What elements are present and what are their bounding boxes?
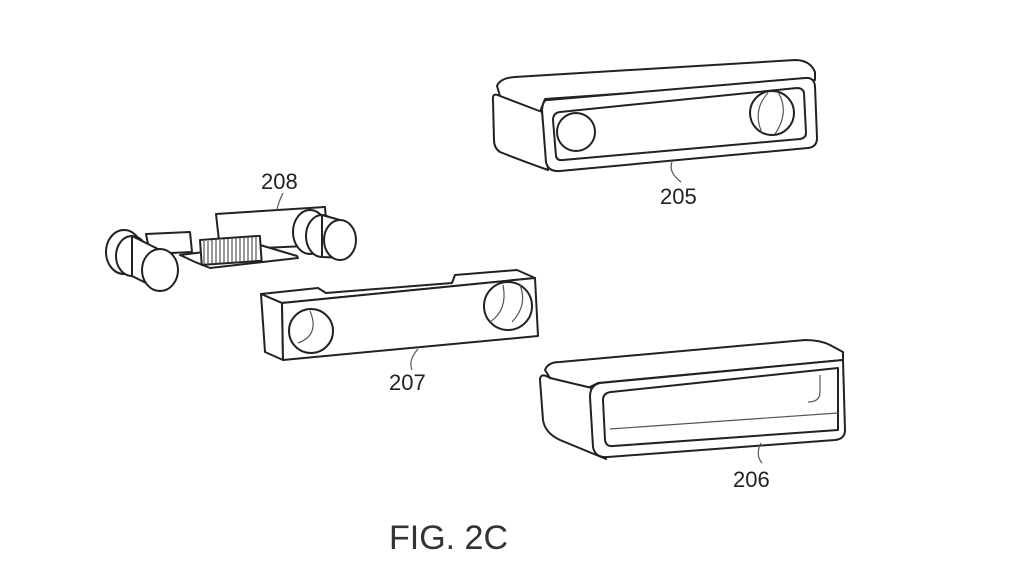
rear-housing-206: 206 (539, 339, 846, 492)
label-208: 208 (261, 169, 298, 194)
label-205: 205 (660, 184, 697, 209)
figure-caption: FIG. 2C (389, 519, 508, 557)
camera-module-208: 208 (105, 169, 357, 292)
label-206: 206 (733, 467, 770, 492)
label-207: 207 (389, 370, 426, 395)
front-cover-205: 205 (491, 59, 818, 209)
bracket-207: 207 (260, 269, 539, 395)
